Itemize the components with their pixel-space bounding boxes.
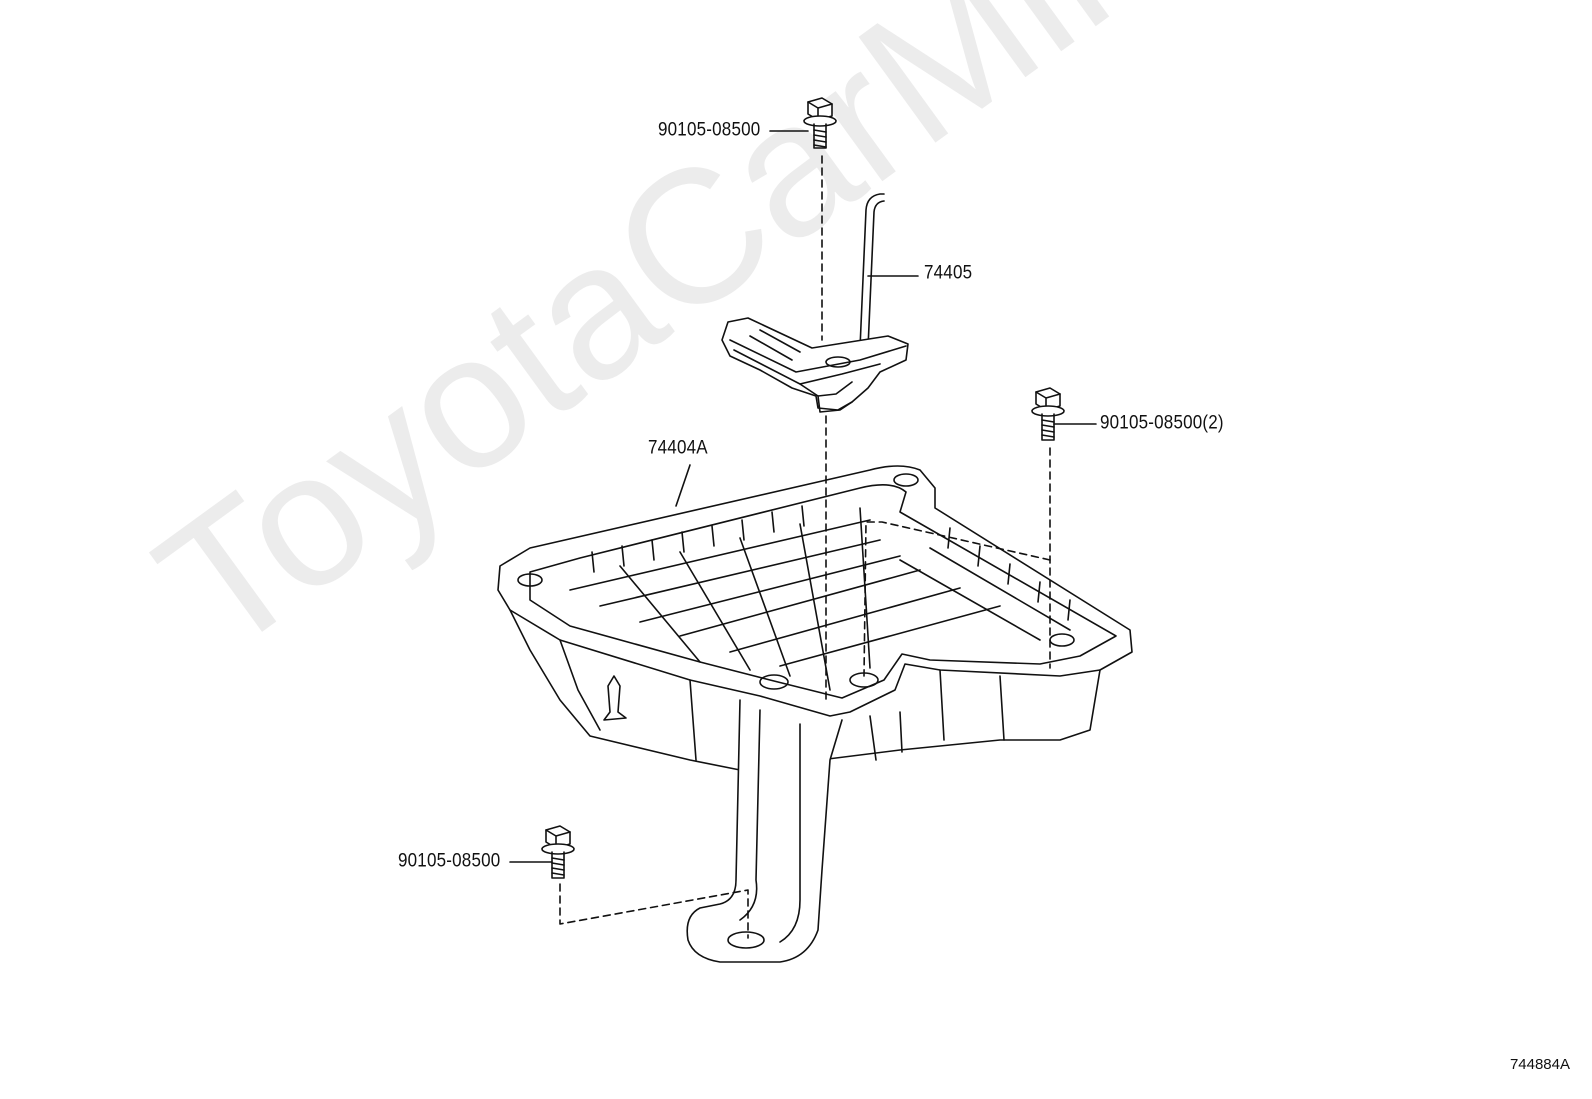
battery-tray[interactable]: [497, 465, 1133, 963]
callout-bolt-bottom[interactable]: 90105-08500: [398, 849, 501, 872]
bolt-top-icon[interactable]: [803, 97, 837, 149]
callout-bolt-right[interactable]: 90105-08500(2): [1100, 411, 1224, 434]
callout-hold-down-clamp[interactable]: 74405: [924, 261, 973, 284]
assembly-lines: [559, 155, 1051, 939]
hold-down-clamp[interactable]: [721, 193, 909, 413]
bolt-right-icon[interactable]: [1031, 387, 1065, 441]
bolt-bottom-icon[interactable]: [541, 825, 575, 879]
leader-tray: [675, 464, 691, 507]
figure-id: 744884A: [1509, 1056, 1570, 1073]
callout-battery-tray[interactable]: 74404A: [648, 436, 708, 459]
callout-bolt-top[interactable]: 90105-08500: [658, 118, 761, 141]
